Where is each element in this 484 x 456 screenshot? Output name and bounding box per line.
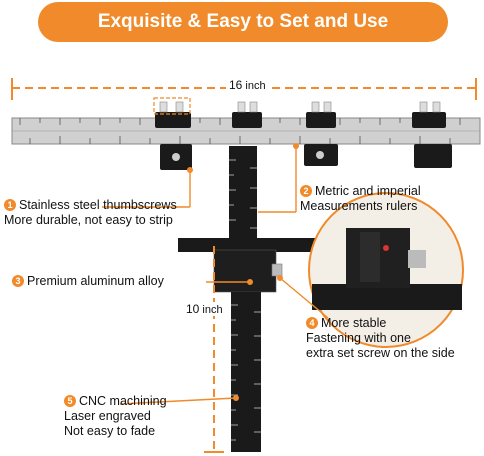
horizontal-dimension-label: 16 inch [226,78,269,92]
vertical-ruler-upper [229,146,257,240]
callout-number: 2 [300,185,312,197]
ruler-stop-blocks [155,112,452,170]
callout-number: 4 [306,317,318,329]
callout-number: 5 [64,395,76,407]
callout-number: 1 [4,199,16,211]
center-block [213,249,277,293]
vertical-dimension-label: 10 inch [184,302,225,316]
vertical-ruler-lower [231,292,261,452]
callout-number: 3 [12,275,24,287]
thumbscrews [159,101,441,113]
title-banner: Exquisite & Easy to Set and Use [38,2,448,42]
banner-title: Exquisite & Easy to Set and Use [97,11,389,32]
